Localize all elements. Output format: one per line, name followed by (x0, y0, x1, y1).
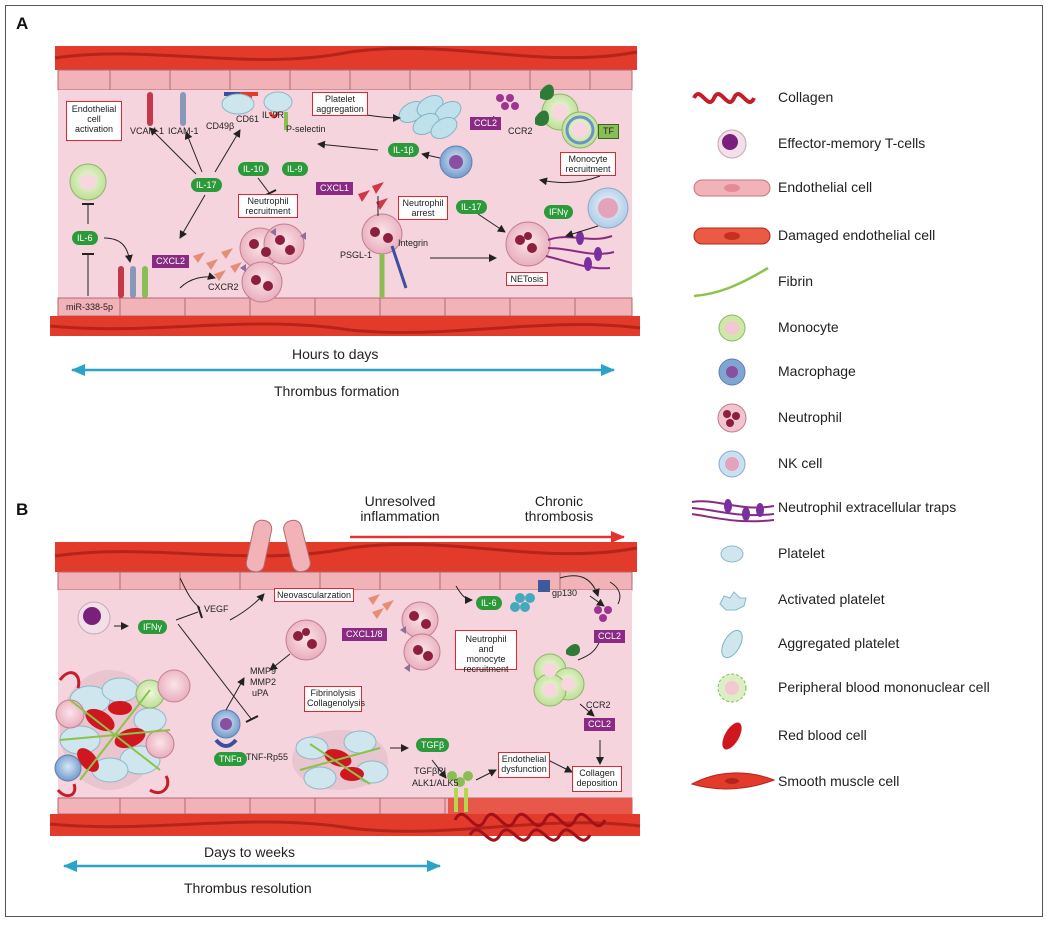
ifng-badge-b: IFNγ (138, 620, 167, 634)
tnfrp55-label: TNF-Rp55 (246, 752, 289, 762)
vcam1-label: VCAM-1 (130, 126, 165, 136)
neutrophil-arrest-box: Neutrophil arrest (398, 196, 448, 220)
chronic-thrombosis-label: Chronic thrombosis (524, 493, 594, 524)
legend-item-macrophage: Macrophage (688, 354, 1048, 390)
legend-item-t-cells: Effector-memory T-cells (688, 126, 1048, 162)
aggregated-platelet-icon (721, 629, 743, 659)
tgfbri-label: TGFβRI (414, 766, 447, 776)
il17-badge-right: IL-17 (456, 200, 487, 214)
legend-item-activated-platelet: Activated platelet (688, 582, 1048, 618)
netosis-box: NETosis (506, 272, 548, 286)
legend-item-collagen: Collagen (688, 80, 1048, 116)
il9r-label: IL-9R (262, 110, 285, 120)
macrophage-icon (718, 358, 746, 386)
ccr2-label-b: CCR2 (586, 700, 611, 710)
unresolved-inflammation-label: Unresolved inflammation (360, 493, 440, 524)
ccl2-tag-b1: CCL2 (594, 630, 626, 643)
mmp9-label: MMP9 (250, 666, 277, 676)
il1b-badge: IL-1β (388, 143, 419, 157)
panel-b-timeline-bottom: Thrombus resolution (184, 880, 312, 896)
legend-item-endothelial: Endothelial cell (688, 170, 1048, 206)
panel-a-timeline-bottom: Thrombus formation (274, 383, 400, 399)
pselectin-label: P-selectin (286, 124, 326, 134)
legend-item-fibrin: Fibrin (688, 264, 1048, 300)
legend-item-smooth-muscle: Smooth muscle cell (688, 764, 1048, 800)
vegf-label: VEGF (204, 604, 229, 614)
panel-b-letter: B (16, 500, 29, 519)
collagen-icon (692, 92, 756, 104)
fibrin-icon (693, 266, 769, 298)
panel-a-letter: A (16, 14, 29, 33)
cd49b-label: CD49β (206, 121, 235, 131)
tf-tag: TF (598, 124, 619, 139)
legend-item-damaged-endothelial: Damaged endothelial cell (688, 218, 1048, 254)
nk-cell-icon (718, 450, 746, 478)
ifng-badge: IFNγ (544, 205, 573, 219)
cd61-label: CD61 (236, 114, 260, 124)
neutrophil-icon (717, 403, 747, 433)
panel-b-timeline-top: Days to weeks (204, 844, 296, 860)
psgl1-label: PSGL-1 (340, 250, 373, 260)
il6-badge-b: IL-6 (476, 596, 502, 610)
neovascularization-box: Neovascularzation (274, 588, 354, 602)
legend-item-pbmc: Peripheral blood mononuclear cell (688, 670, 1048, 706)
panel-a-timeline-top: Hours to days (292, 346, 379, 362)
mir-label: miR-338-5p (66, 302, 114, 312)
cxcl18-tag: CXCL1/8 (342, 628, 387, 641)
fibrinolysis-box: Fibrinolysis Collagenolysis (304, 686, 365, 712)
panel-a-content (69, 84, 629, 303)
endothelial-dysfunction-box: Endothelial dysfunction (498, 752, 550, 778)
tgfb-badge: TGFβ (416, 738, 450, 752)
legend-item-rbc: Red blood cell (688, 718, 1048, 754)
effector-memory-t-cell-icon (717, 129, 747, 159)
upa-label: uPA (252, 688, 269, 698)
icam1-label: ICAM-1 (168, 126, 199, 136)
tnfa-badge: TNFα (214, 752, 247, 766)
figure-frame (5, 5, 1043, 917)
platelet-aggregation-box: Platelet aggregation (312, 92, 368, 116)
il17-badge: IL-17 (191, 178, 222, 192)
legend-item-nets: Neutrophil extracellular traps (688, 490, 1048, 526)
activated-platelet-icon (719, 591, 747, 611)
integrin-label: Integrin (398, 238, 429, 248)
neutrophil-monocyte-recruitment-box: Neutrophil and monocyte recruitment (455, 630, 517, 674)
monocyte-icon (718, 314, 746, 342)
neutrophil-recruitment-box: Neutrophil recruitment (238, 194, 298, 218)
cxcl2-tag: CXCL2 (152, 255, 190, 268)
il9-badge: IL-9 (282, 162, 308, 176)
gp130-label: gp130 (552, 588, 578, 598)
ccr2-label: CCR2 (508, 126, 533, 136)
red-blood-cell-icon (722, 722, 742, 750)
endothelial-activation-box: Endothelial cell activation (66, 101, 122, 141)
monocyte-recruitment-box: Monocyte recruitment (560, 152, 616, 176)
panel-b-content (54, 575, 621, 812)
smooth-muscle-cell-icon (690, 772, 776, 790)
legend-item-aggregated-platelet: Aggregated platelet (688, 626, 1048, 662)
pbmc-icon (717, 673, 747, 703)
legend-item-nk-cell: NK cell (688, 446, 1048, 482)
neutrophil-extracellular-traps-icon (691, 499, 775, 523)
platelet-icon (720, 545, 744, 563)
mmp2-label: MMP2 (250, 677, 277, 687)
endothelial-cell-icon (693, 179, 771, 197)
il6-badge: IL-6 (72, 231, 98, 245)
ccl2-tag: CCL2 (470, 117, 502, 130)
damaged-endothelial-cell-icon (693, 227, 771, 245)
legend-item-platelet: Platelet (688, 536, 1048, 572)
il10-badge: IL-10 (238, 162, 269, 176)
ccl2-tag-b2: CCL2 (584, 718, 616, 731)
cxcl1-tag: CXCL1 (316, 182, 354, 195)
alk-label: ALK1/ALK5 (412, 778, 459, 788)
cxcr2-label: CXCR2 (208, 282, 239, 292)
legend-item-monocyte: Monocyte (688, 310, 1048, 346)
legend-item-neutrophil: Neutrophil (688, 400, 1048, 436)
collagen-deposition-box: Collagen deposition (572, 766, 622, 792)
